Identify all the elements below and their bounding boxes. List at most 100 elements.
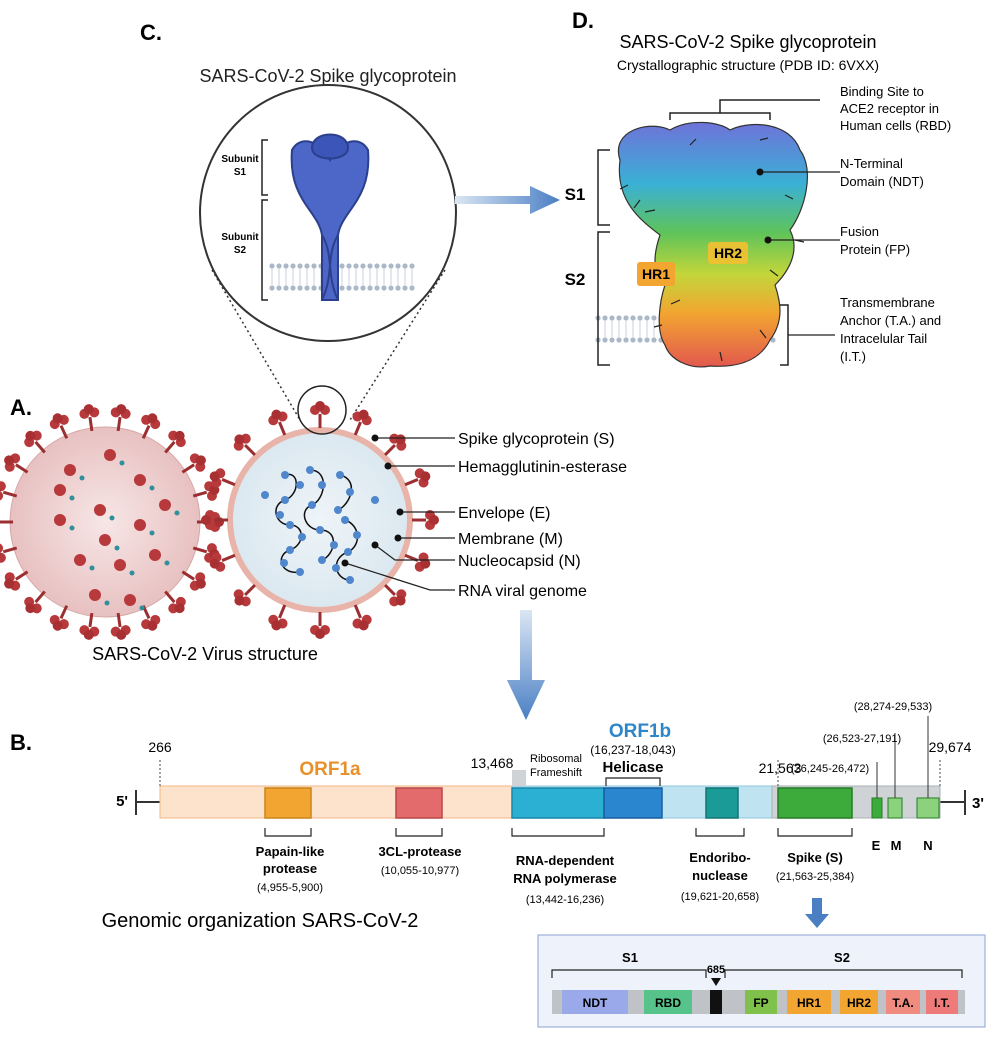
- rdrp-label-1: RNA-dependent: [516, 853, 615, 868]
- label-membrane: Membrane (M): [458, 531, 563, 548]
- lipid-d-head: [602, 315, 608, 321]
- ta-label-4: (I.T.): [840, 349, 866, 364]
- orf1a-label: ORF1a: [299, 759, 361, 780]
- nucleocapsid-bead: [286, 521, 294, 529]
- surface-spike-head: [99, 534, 111, 546]
- surface-spike-head: [124, 594, 136, 606]
- pos-29674: 29,674: [929, 739, 972, 755]
- lipid-d-head: [637, 337, 643, 343]
- gene-brackets: [264, 828, 853, 837]
- fp-label-1: Fusion: [840, 224, 879, 239]
- d-s1-label: S1: [565, 185, 586, 204]
- membrane-protein: [139, 605, 145, 611]
- membrane-protein: [69, 525, 75, 531]
- spike-gene-label: Spike (S): [787, 850, 843, 865]
- panel-a-letter: A.: [10, 395, 32, 420]
- domain-segment: [840, 990, 878, 1014]
- nucleocapsid-bead: [296, 481, 304, 489]
- lipid-d-head: [616, 337, 622, 343]
- surface-spike-head: [134, 474, 146, 486]
- lipid-head: [339, 263, 345, 269]
- lipid-head: [290, 285, 296, 291]
- frameshift-marker: [512, 770, 526, 786]
- panel-c-title: SARS-CoV-2 Spike glycoprotein: [199, 66, 456, 86]
- nucleocapsid-bead: [298, 533, 306, 541]
- hr1-tag-label: HR1: [642, 266, 670, 282]
- helicase-block: [603, 787, 663, 819]
- surface-spike-head: [89, 589, 101, 601]
- lipid-head: [283, 285, 289, 291]
- lipid-head: [374, 263, 380, 269]
- ta-bracket: [780, 304, 789, 366]
- nucleocapsid-bead: [353, 531, 361, 539]
- nucleocapsid-bead: [296, 568, 304, 576]
- nucleocapsid-bead: [334, 506, 342, 514]
- membrane-protein: [114, 545, 120, 551]
- surface-spike-head: [159, 499, 171, 511]
- nucleocapsid-bead: [308, 501, 316, 509]
- endo-range: (19,621-20,658): [681, 891, 759, 903]
- nucleocapsid-bead: [318, 481, 326, 489]
- nucleocapsid-bead: [318, 556, 326, 564]
- lipid-d-head: [651, 337, 657, 343]
- virus-cross-section: [199, 399, 441, 641]
- membrane-protein: [119, 460, 125, 466]
- nucleocapsid-bead: [336, 471, 344, 479]
- surface-spike-head: [114, 559, 126, 571]
- subunit-s1-bracket: [261, 139, 268, 196]
- n-range: (28,274-29,533): [854, 701, 932, 713]
- lipid-d-head: [623, 337, 629, 343]
- endoribonuclease-block: [705, 787, 739, 819]
- panel-d-letter: D.: [572, 8, 594, 33]
- d-s2-label: S2: [565, 270, 586, 289]
- endo-label-2: nuclease: [692, 868, 748, 883]
- lipid-d-head: [602, 337, 608, 343]
- lipid-head: [388, 263, 394, 269]
- lipid-head: [402, 263, 408, 269]
- rdrp-range: (13,442-16,236): [526, 894, 604, 906]
- emn-leaders: [876, 716, 929, 798]
- subunit-s2-label-1: Subunit: [221, 232, 259, 243]
- domain-s1-label: S1: [622, 950, 638, 965]
- zoom-line-left: [211, 269, 301, 421]
- membrane-protein: [89, 565, 95, 571]
- domain-segment-label: HR2: [847, 996, 871, 1010]
- lipid-head: [367, 285, 373, 291]
- structure-glycans: [619, 137, 805, 362]
- domain-segment: [745, 990, 777, 1014]
- panel-b-letter: B.: [10, 730, 32, 755]
- lipid-head: [388, 285, 394, 291]
- panel-b-caption: Genomic organization SARS-CoV-2: [102, 910, 419, 932]
- virus-leader-dots: [341, 434, 404, 567]
- papain-range: (4,955-5,900): [257, 882, 323, 894]
- panel-d-subtitle: Crystallographic structure (PDB ID: 6VXX…: [617, 57, 879, 73]
- label-nucleocapsid: Nucleocapsid (N): [458, 553, 581, 570]
- spike-gene-range: (21,563-25,384): [776, 871, 854, 883]
- spike-gene-block: [777, 787, 853, 819]
- membrane-protein: [79, 475, 85, 481]
- lipid-head: [297, 263, 303, 269]
- lipid-head: [374, 285, 380, 291]
- domain-segment-label: RBD: [655, 996, 681, 1010]
- nucleocapsid-bead: [281, 471, 289, 479]
- hr2-tag: [708, 242, 748, 264]
- membrane-protein: [69, 495, 75, 501]
- ta-label-3: Intracelular Tail: [840, 331, 927, 346]
- lipid-head: [304, 285, 310, 291]
- domain-segment: [926, 990, 958, 1014]
- lipid-d-head: [644, 337, 650, 343]
- papain-label-2: protease: [263, 861, 317, 876]
- d-s2-bracket: [597, 231, 610, 366]
- nucleocapsid-bead: [306, 466, 314, 474]
- surface-spike-head: [54, 514, 66, 526]
- e-range: (26,245-26,472): [791, 763, 869, 775]
- 3cl-label: 3CL-protease: [378, 844, 461, 859]
- m-label: M: [891, 838, 902, 853]
- m-range: (26,523-27,191): [823, 733, 901, 745]
- lipid-head: [297, 285, 303, 291]
- lipid-d-head: [770, 337, 776, 343]
- lipid-head: [402, 285, 408, 291]
- rdrp-label-2: RNA polymerase: [513, 871, 617, 886]
- 3cl-protease-block: [395, 787, 443, 819]
- rbd-bracket: [669, 99, 820, 120]
